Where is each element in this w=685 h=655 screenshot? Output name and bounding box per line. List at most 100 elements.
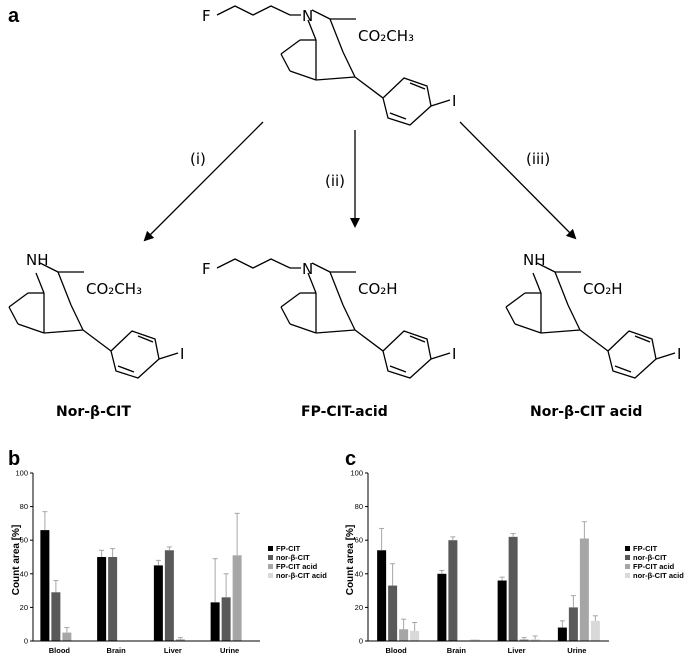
legend-label: nor-β-CIT acid (276, 571, 327, 580)
fluoropropyl-chain (216, 5, 301, 16)
bar (448, 540, 458, 641)
ring-bond (315, 76, 356, 81)
ring-bond-right (311, 9, 331, 20)
acid-label: CO₂H (358, 280, 398, 298)
bar (437, 573, 447, 641)
bridge-down (307, 19, 317, 41)
bar (108, 557, 118, 641)
bar (557, 627, 567, 641)
product-nor-beta-cit: NH CO₂CH₃ I (8, 251, 184, 379)
y-tick-label: 0 (24, 637, 28, 646)
y-tick-label: 40 (20, 569, 28, 578)
double-bond (389, 112, 407, 120)
legend-swatch (625, 555, 630, 560)
x-tick-label: Liver (164, 646, 182, 655)
bar (377, 550, 387, 641)
bar (388, 585, 398, 641)
bar (62, 632, 72, 641)
legend-swatch (625, 564, 630, 569)
y-tick-label: 80 (20, 502, 28, 511)
panel-letter-b: b (8, 448, 20, 470)
y-axis-label: Count area [%] (11, 525, 22, 596)
y-tick-label: 20 (355, 603, 363, 612)
iodine-label: I (452, 92, 456, 110)
legend-label: nor-β-CIT (276, 553, 310, 562)
chart-panel-b: Count area [%] 0 20 40 60 80 100 Blood Brain Li… (11, 469, 327, 655)
x-tick-label: Brain (107, 646, 127, 655)
product-fp-cit-acid: F N CO₂H I (202, 258, 456, 379)
ring-bond (289, 70, 317, 81)
bar (568, 607, 578, 641)
bar (399, 629, 409, 641)
x-tick-label: Blood (49, 646, 71, 655)
product-nor-beta-cit-acid: NH CO₂H I (505, 251, 681, 379)
bar (40, 530, 50, 641)
panel-letter-c: c (345, 448, 356, 470)
bar (519, 639, 529, 641)
legend-swatch (625, 573, 630, 578)
amine-label: NH (523, 251, 546, 269)
y-tick-label: 60 (355, 536, 363, 545)
parent-molecule (216, 5, 451, 126)
nitrogen-label: N (302, 7, 313, 25)
x-tick-label: Blood (386, 646, 408, 655)
x-tick-label: Liver (508, 646, 526, 655)
panel-letter-a: a (8, 5, 20, 27)
ring-bond (342, 51, 356, 78)
legend-label: nor-β-CIT (633, 553, 667, 562)
legend-swatch (268, 546, 273, 551)
bar (590, 620, 600, 641)
arrow-i (143, 121, 264, 242)
aryl-bond (354, 76, 384, 99)
ring-bond (280, 39, 301, 55)
ring-bond (329, 18, 344, 53)
y-axis-label: Count area [%] (345, 525, 356, 596)
step-label-ii: (ii) (325, 172, 345, 190)
bar (497, 580, 507, 641)
bar (232, 555, 242, 641)
y-tick-label: 100 (15, 469, 28, 478)
ester-label: CO₂CH₃ (358, 27, 414, 45)
acid-label: CO₂H (583, 280, 623, 298)
nitrogen-label: N (302, 260, 313, 278)
double-bond (409, 82, 426, 90)
step-label-i: (i) (190, 150, 206, 168)
iodo-bond (430, 99, 451, 107)
compound-name-1: Nor-β-CIT (56, 404, 131, 420)
ring-bond (280, 53, 291, 72)
y-tick-label: 20 (20, 603, 28, 612)
bar (153, 565, 163, 641)
bar (508, 536, 518, 641)
y-tick-label: 100 (350, 469, 363, 478)
x-tick-label: Urine (567, 646, 586, 655)
bar (97, 557, 107, 641)
iodine-label: I (677, 345, 681, 363)
bar (410, 630, 420, 641)
bar (210, 602, 220, 641)
compound-name-3: Nor-β-CIT acid (530, 404, 642, 420)
fluorine-label: F (202, 260, 211, 278)
benzene-ring (382, 77, 432, 126)
legend-swatch (268, 564, 273, 569)
bar (579, 538, 589, 641)
y-tick-label: 40 (355, 569, 363, 578)
ester-label: CO₂CH₃ (86, 280, 142, 298)
legend-label: FP-CIT acid (276, 562, 318, 571)
bar (164, 550, 174, 641)
bar (221, 597, 231, 641)
amine-label: NH (26, 251, 49, 269)
legend-label: FP-CIT acid (633, 562, 675, 571)
legend-swatch (268, 555, 273, 560)
bar (175, 639, 185, 641)
iodine-label: I (452, 345, 456, 363)
bar (530, 639, 540, 641)
y-tick-label: 60 (20, 536, 28, 545)
y-tick-label: 0 (359, 637, 363, 646)
legend-swatch (268, 573, 273, 578)
iodine-label: I (180, 345, 184, 363)
y-tick-label: 80 (355, 502, 363, 511)
